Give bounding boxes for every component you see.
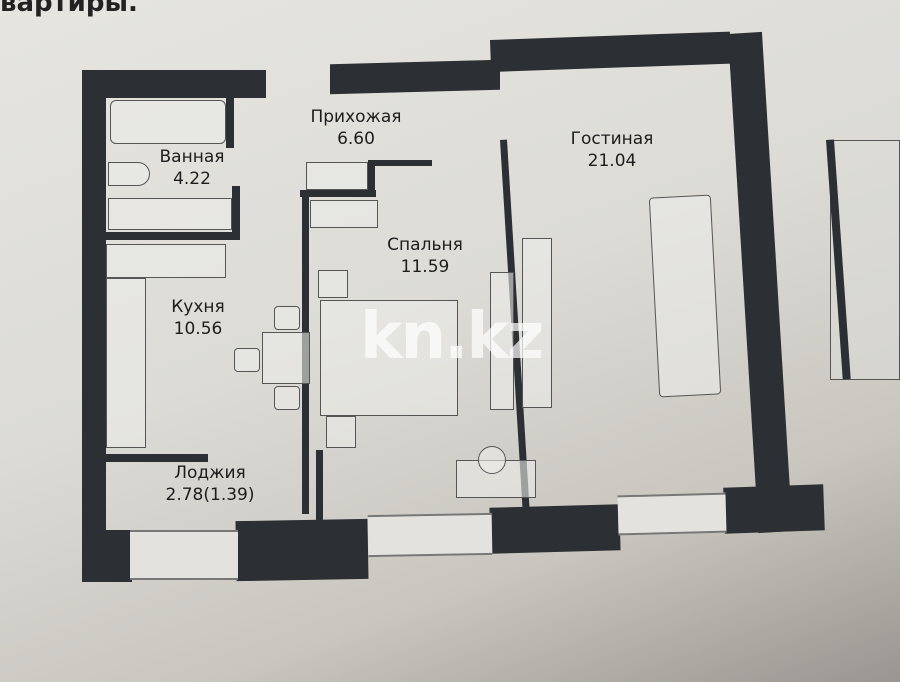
kitchen-counter-top bbox=[106, 244, 226, 278]
wall-bath-lower bbox=[232, 186, 240, 238]
wall-loggia-right bbox=[316, 450, 323, 530]
room-bedroom-name: Спальня bbox=[387, 235, 463, 255]
kitchen-chair-bottom bbox=[274, 386, 300, 410]
tv-stand bbox=[522, 238, 552, 408]
wall-bath-kitchen bbox=[104, 232, 240, 240]
room-loggia-area: 2.78(1.39) bbox=[165, 485, 255, 505]
room-loggia-name: Лоджия bbox=[174, 463, 246, 483]
bath-sink-counter bbox=[108, 198, 232, 230]
page-heading: вартиры. bbox=[0, 0, 138, 18]
room-loggia: Лоджия 2.78(1.39) bbox=[142, 462, 278, 506]
wall-top-mid bbox=[330, 59, 500, 95]
bedroom-closet bbox=[310, 200, 378, 228]
desk-chair bbox=[478, 446, 506, 474]
room-bedroom: Спальня 11.59 bbox=[370, 234, 480, 278]
bathtub bbox=[110, 100, 226, 144]
room-hallway: Прихожая 6.60 bbox=[296, 106, 416, 150]
wall-top-right bbox=[490, 31, 731, 72]
wall-bottom-left bbox=[82, 530, 132, 582]
wall-hall-closet bbox=[368, 160, 375, 196]
room-bathroom-name: Ванная bbox=[159, 147, 225, 167]
room-bathroom: Ванная 4.22 bbox=[144, 146, 240, 190]
wall-hall-bedroom bbox=[300, 190, 376, 197]
bedroom-wardrobe bbox=[490, 272, 514, 410]
room-hallway-area: 6.60 bbox=[337, 129, 375, 149]
room-living: Гостиная 21.04 bbox=[552, 128, 672, 172]
room-bedroom-area: 11.59 bbox=[400, 257, 450, 277]
wall-bottom-mid2 bbox=[489, 504, 621, 554]
room-hallway-name: Прихожая bbox=[310, 107, 402, 127]
nightstand-bottom bbox=[326, 416, 356, 448]
room-living-area: 21.04 bbox=[587, 151, 637, 171]
room-bathroom-area: 4.22 bbox=[173, 169, 211, 189]
wall-bottom-mid1 bbox=[235, 518, 369, 582]
window-bedroom bbox=[367, 512, 493, 558]
nightstand-top bbox=[318, 270, 348, 298]
wall-kitchen-loggia bbox=[104, 454, 208, 462]
wall-bottom-right bbox=[723, 484, 825, 534]
room-kitchen-area: 10.56 bbox=[173, 319, 223, 339]
sofa bbox=[648, 194, 722, 398]
kitchen-table bbox=[262, 332, 310, 384]
wall-bath-right bbox=[226, 96, 234, 148]
room-kitchen: Кухня 10.56 bbox=[148, 296, 248, 340]
room-living-name: Гостиная bbox=[570, 129, 654, 149]
wall-left bbox=[82, 70, 106, 582]
room-kitchen-name: Кухня bbox=[171, 297, 225, 317]
wall-right bbox=[728, 31, 793, 534]
hall-closet bbox=[306, 162, 368, 190]
wall-hall-top bbox=[368, 160, 432, 166]
kitchen-chair-left bbox=[234, 348, 260, 372]
window-loggia bbox=[130, 530, 238, 580]
kitchen-chair-top bbox=[274, 306, 300, 330]
kitchen-counter-left bbox=[106, 278, 146, 448]
window-living bbox=[617, 492, 727, 536]
bed bbox=[320, 300, 458, 416]
toilet bbox=[108, 162, 150, 186]
watermark: kn.kz bbox=[360, 300, 544, 374]
wall-top-left bbox=[82, 70, 266, 98]
